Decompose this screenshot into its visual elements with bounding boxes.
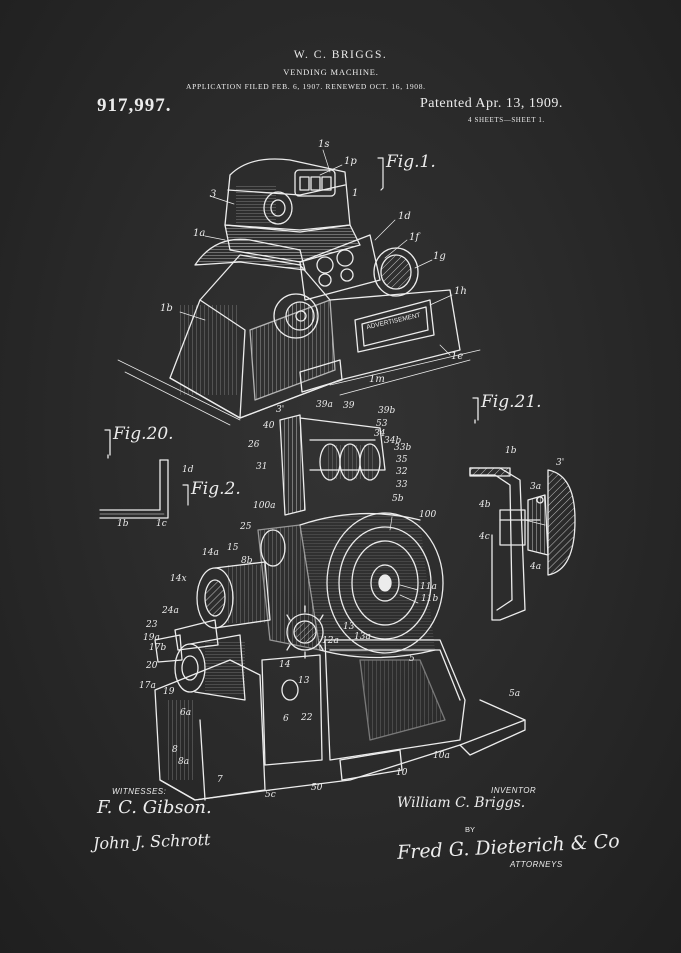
ref-1a: 1a	[193, 228, 206, 239]
ref-fig21-3prime: 3'	[556, 458, 565, 468]
ref-23: 23	[146, 620, 158, 630]
witnesses-label: WITNESSES:	[112, 787, 167, 796]
ref-14x: 14x	[170, 574, 187, 584]
ref-19a: 19a	[143, 633, 160, 643]
ref-22: 22	[301, 713, 313, 723]
ref-1e: 1e	[451, 351, 464, 362]
ref-17a: 17a	[139, 681, 156, 691]
figure-label-fig2: Fig.2.	[191, 479, 241, 499]
ref-5b: 5b	[392, 494, 404, 504]
application-line: APPLICATION FILED FEB. 6, 1907. RENEWED …	[186, 82, 426, 91]
ref-14: 14	[279, 660, 291, 670]
witness-signature-1: F. C. Gibson.	[97, 797, 212, 818]
figure-label-fig21: Fig.21.	[481, 392, 542, 412]
ref-5a: 5a	[509, 689, 521, 699]
ref-1: 1	[352, 188, 359, 199]
ref-1b: 1b	[160, 303, 173, 314]
fig2-mechanism	[154, 414, 526, 801]
ref-8a: 8a	[178, 757, 190, 767]
ref-1s: 1s	[318, 139, 330, 150]
ref-11a: 11a	[420, 582, 437, 592]
ref-3: 3	[210, 189, 217, 200]
ref-39a: 39a	[316, 400, 333, 410]
ref-11b: 11b	[421, 594, 439, 604]
ref-34: 34	[374, 429, 386, 439]
ref-26: 26	[248, 440, 260, 450]
ref-50: 50	[311, 783, 323, 793]
fig21-section	[469, 397, 576, 621]
ref-fig20-1d: 1d	[182, 465, 194, 475]
leader-lines	[179, 149, 546, 604]
sheet-count: 4 SHEETS—SHEET 1.	[468, 116, 545, 124]
ref-12a: 12a	[322, 636, 339, 646]
ref-39b: 39b	[378, 406, 396, 416]
ref-8: 8	[172, 745, 178, 755]
ref-100: 100	[419, 510, 437, 520]
ref-3-prime: 3'	[276, 405, 285, 415]
ref-fig21-4c: 4c	[479, 532, 490, 542]
ref-40: 40	[263, 421, 275, 431]
ref-35: 35	[396, 455, 408, 465]
ref-fig21-4a: 4a	[530, 562, 542, 572]
ref-17b: 17b	[149, 643, 167, 653]
ref-5c: 5c	[265, 790, 276, 800]
ref-39: 39	[343, 401, 355, 411]
ref-14a: 14a	[202, 548, 219, 558]
ref-1p: 1p	[344, 156, 357, 167]
ref-1m: 1m	[369, 374, 385, 385]
ref-1f: 1f	[409, 232, 420, 243]
ref-33: 33	[396, 480, 408, 490]
ref-6a: 6a	[180, 708, 192, 718]
ref-7: 7	[217, 775, 223, 785]
ref-13-upper: 13	[343, 622, 355, 632]
ref-fig21-1b: 1b	[505, 446, 517, 456]
ref-13a: 13a	[354, 632, 371, 642]
patented-date: Patented Apr. 13, 1909.	[420, 96, 563, 111]
ref-fig20-1b: 1b	[117, 519, 129, 529]
inventor-signature: William C. Briggs.	[397, 795, 526, 811]
ref-5: 5	[409, 654, 415, 664]
figure-label-fig1: Fig.1.	[386, 152, 436, 172]
ref-25: 25	[240, 522, 252, 532]
ref-53: 53	[376, 419, 388, 429]
ref-20: 20	[146, 661, 158, 671]
ref-31: 31	[256, 462, 268, 472]
patent-number: 917,997.	[97, 95, 172, 116]
by-label: BY	[465, 825, 476, 834]
ref-33b: 33b	[394, 443, 412, 453]
fig1-machine	[117, 158, 481, 426]
ref-15: 15	[227, 543, 239, 553]
ref-10: 10	[396, 768, 408, 778]
ref-32: 32	[396, 467, 408, 477]
ref-100a: 100a	[253, 501, 276, 511]
ref-19: 19	[163, 687, 175, 697]
ref-1g: 1g	[433, 251, 446, 262]
ref-fig21-4b: 4b	[479, 500, 491, 510]
ref-1h: 1h	[454, 286, 467, 297]
ref-1d: 1d	[398, 211, 411, 222]
fig20-bracket	[99, 429, 169, 519]
ref-24a: 24a	[162, 606, 179, 616]
ref-13: 13	[298, 676, 310, 686]
inventor-name: W. C. BRIGGS.	[293, 49, 388, 61]
patent-title: VENDING MACHINE.	[283, 67, 379, 77]
figure-label-fig20: Fig.20.	[113, 424, 174, 444]
ref-fig20-1c: 1c	[156, 519, 167, 529]
ref-10a: 10a	[433, 751, 450, 761]
ref-8b: 8b	[241, 556, 253, 566]
attorneys-label: ATTORNEYS	[510, 860, 563, 869]
ref-6: 6	[283, 714, 289, 724]
ref-fig21-3a: 3a	[530, 482, 542, 492]
ref-34b: 34b	[384, 436, 402, 446]
inventor-label: INVENTOR	[491, 786, 537, 795]
